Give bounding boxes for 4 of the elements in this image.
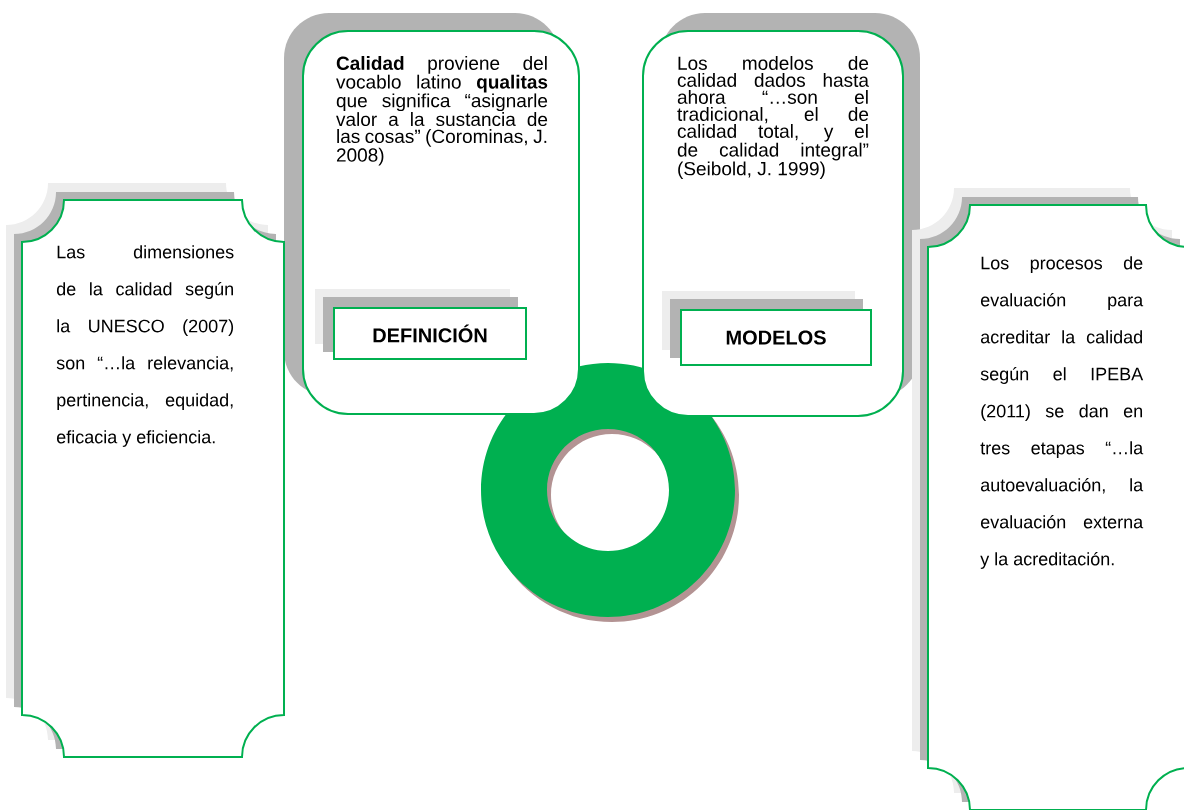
scroll-box: Los procesos de evaluación para acreditar la calidad según el IPEBA (2011) se dan en tres etapas “…la autoevaluación, la evaluación externa y la acreditación. [912,188,1184,810]
title-box: DEFINICIÓN [315,289,527,360]
scroll-box: Las dimensiones de la calidad según la UNESCO (2007) son “…la relevancia, pertinencia, equidad, eficacia y eficiencia. [6,183,285,758]
title-box: MODELOS [662,291,872,366]
